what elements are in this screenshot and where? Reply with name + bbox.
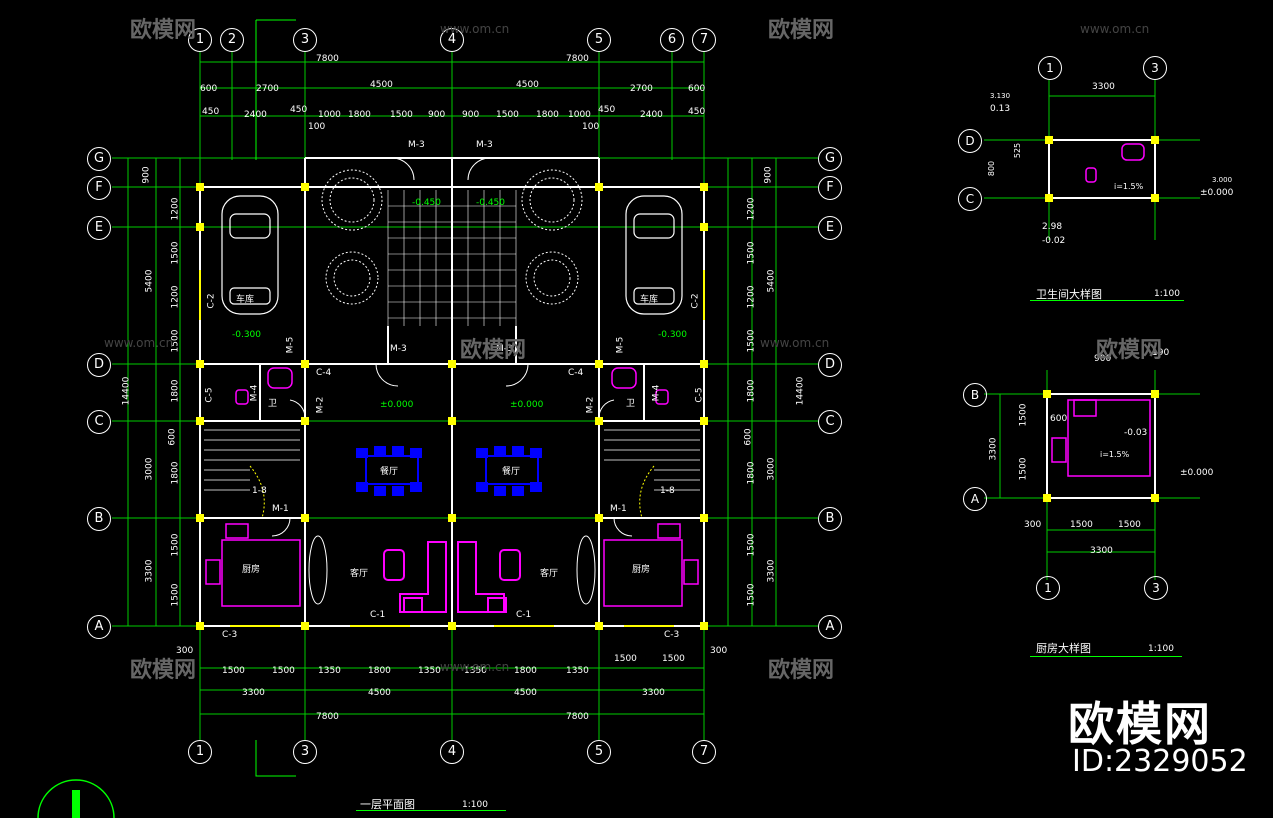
kitchen-detail-plan bbox=[984, 370, 1200, 580]
main-floor-plan bbox=[112, 19, 818, 777]
sofas bbox=[383, 541, 521, 613]
dining-sets bbox=[356, 446, 542, 496]
stairs bbox=[204, 429, 700, 491]
columns bbox=[196, 183, 708, 630]
porch-tiles bbox=[387, 190, 517, 326]
cars bbox=[221, 195, 683, 315]
north-arrow-icon bbox=[37, 779, 115, 818]
door-swings bbox=[271, 157, 633, 537]
tv-units bbox=[308, 535, 596, 605]
windows bbox=[199, 270, 705, 627]
planters bbox=[321, 169, 583, 305]
bath-detail-plan bbox=[984, 80, 1200, 240]
stair-landing-pattern bbox=[249, 465, 655, 519]
kitchen-fixtures bbox=[205, 367, 699, 607]
